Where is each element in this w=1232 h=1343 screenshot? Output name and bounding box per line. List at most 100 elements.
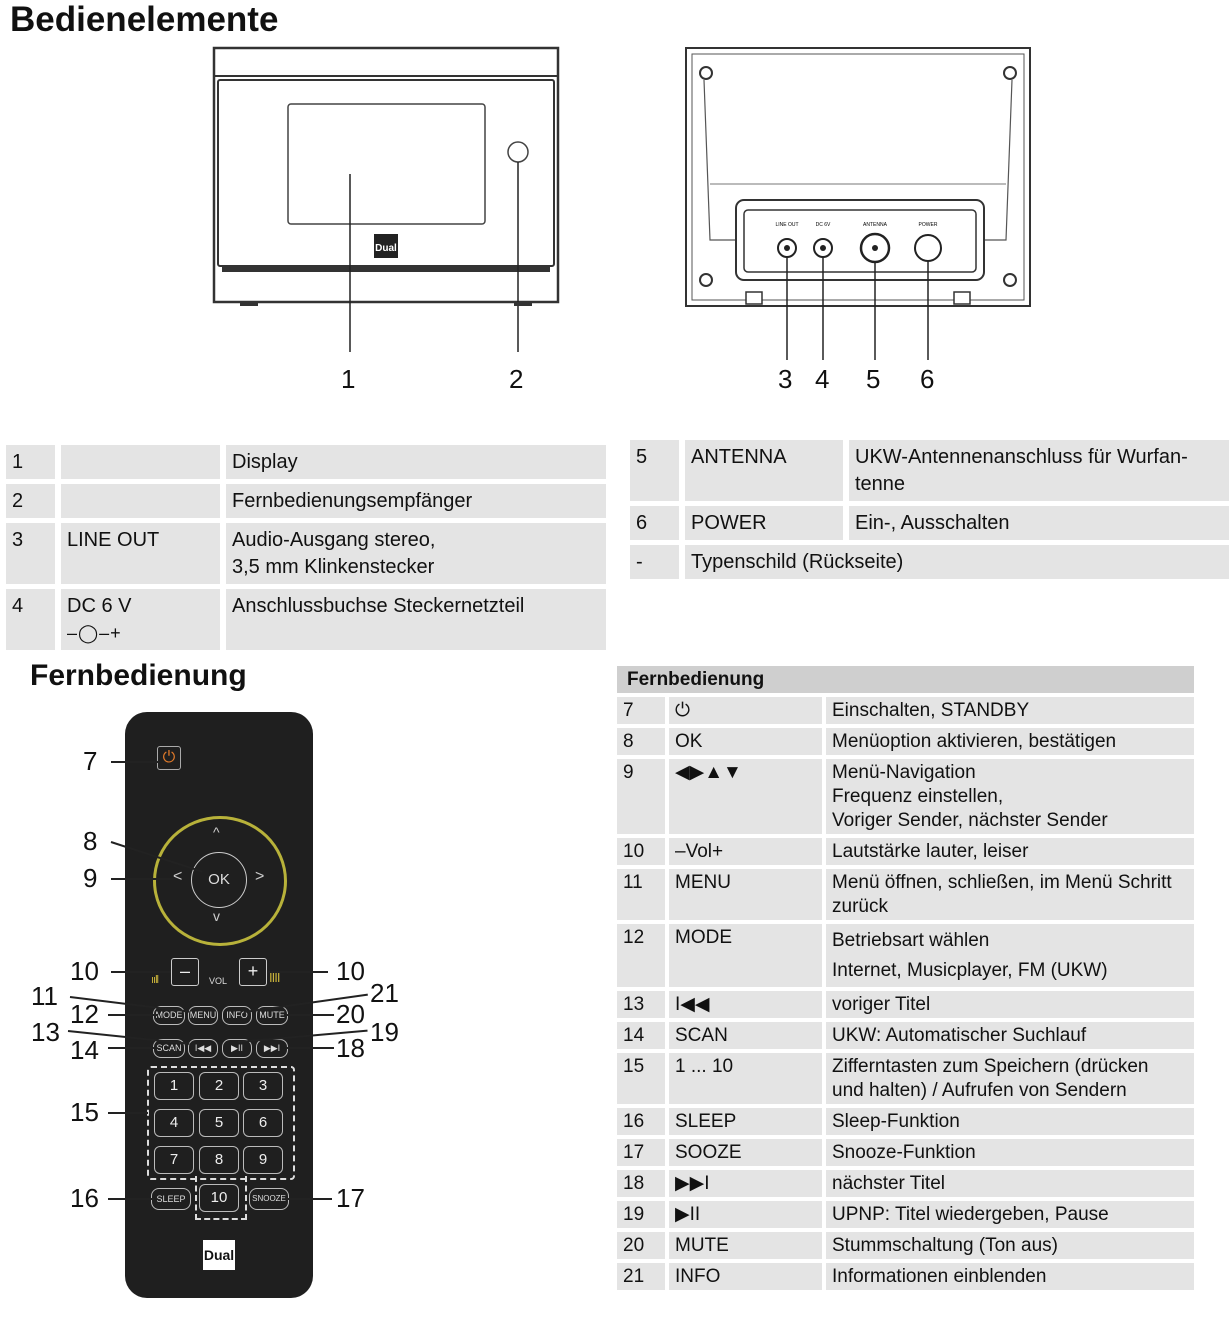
row-num: 15 xyxy=(617,1053,665,1104)
row-num: 13 xyxy=(617,991,665,1018)
callout-line-15 xyxy=(108,1112,148,1114)
part-name: Typenschild (Rückseite) xyxy=(685,545,1229,579)
row-desc-line2: zurück xyxy=(832,896,888,917)
volume-low-icon: ııll xyxy=(151,974,159,986)
row-desc: Informationen einblenden xyxy=(826,1263,1194,1290)
table-row: 18 ▶▶I nächster Titel xyxy=(617,1170,1194,1197)
remote-callout-12: 12 xyxy=(70,999,99,1029)
remote-callout-21: 21 xyxy=(370,978,399,1008)
number-keys-frame xyxy=(147,1066,295,1180)
row-key: MODE xyxy=(669,924,822,987)
parts-table-left: 1 Display 2 Fernbedienungsempfänger 3 LI… xyxy=(0,440,612,655)
volume-down-button: – xyxy=(171,958,199,986)
row-key: SCAN xyxy=(669,1022,822,1049)
row-desc: Einschalten, STANDBY xyxy=(826,697,1194,724)
part-desc: Fernbedienungsempfänger xyxy=(226,484,606,518)
callout-line-12 xyxy=(108,1014,158,1016)
row-num: 18 xyxy=(617,1170,665,1197)
callout-line-18 xyxy=(286,1047,334,1049)
part-desc: Anschlussbuchse Steckernetzteil xyxy=(226,589,606,650)
row-desc: Zifferntasten zum Speichern (drücken xyxy=(832,1056,1149,1077)
sleep-button: SLEEP xyxy=(151,1188,191,1210)
row-num: 17 xyxy=(617,1139,665,1166)
row-desc: UPNP: Titel wiedergeben, Pause xyxy=(826,1201,1194,1228)
remote-section-title: Fernbedienung xyxy=(30,659,247,692)
chevron-down-icon: v xyxy=(213,908,220,924)
callout-line-7 xyxy=(111,761,159,763)
row-key: OK xyxy=(669,728,822,755)
callout-line-10b xyxy=(268,971,328,973)
parts-table-right: 5 ANTENNA UKW-Antennenanschluss für Wurf… xyxy=(624,435,1232,584)
table-row: 17 SOOZE Snooze-Funktion xyxy=(617,1139,1194,1166)
part-desc: Audio-Ausgang stereo, xyxy=(232,529,436,551)
row-num: 9 xyxy=(617,759,665,834)
row-desc: Betriebsart wählen xyxy=(832,930,990,951)
row-desc: voriger Titel xyxy=(826,991,1194,1018)
row-desc-line3: Voriger Sender, nächster Sender xyxy=(832,810,1108,831)
row-num: 10 xyxy=(617,838,665,865)
table-row: 11 MENU Menü öffnen, schließen, im Menü … xyxy=(617,869,1194,920)
part-name-cell: DC 6 V–◯–+ xyxy=(61,589,220,650)
remote-control: ⏻ OK ^ v < > – + ııll IIII VOL MODE MENU… xyxy=(125,712,313,1298)
table-row: 13 I◀◀ voriger Titel xyxy=(617,991,1194,1018)
part-desc: Ein-, Ausschalten xyxy=(849,506,1229,540)
power-icon: ⏻ xyxy=(157,746,181,770)
row-desc: Stummschaltung (Ton aus) xyxy=(826,1232,1194,1259)
callout-2: 2 xyxy=(509,364,524,394)
callout-line-17 xyxy=(286,1198,332,1200)
key-2: 2 xyxy=(199,1072,239,1100)
volume-high-icon: IIII xyxy=(269,970,280,985)
row-key: 1 ... 10 xyxy=(669,1053,822,1104)
part-desc: UKW-Antennenanschluss für Wurfan- xyxy=(855,446,1188,468)
callout-5: 5 xyxy=(866,364,881,394)
chevron-up-icon: ^ xyxy=(213,824,220,840)
row-desc-line2: Internet, Musicplayer, FM (UKW) xyxy=(832,960,1108,981)
row-key: ▶▶I xyxy=(669,1170,822,1197)
key-7: 7 xyxy=(154,1146,194,1174)
svg-text:Dual: Dual xyxy=(375,243,397,254)
row-key: MENU xyxy=(669,869,822,920)
callout-line-10a xyxy=(111,971,171,973)
row-desc: Snooze-Funktion xyxy=(826,1139,1194,1166)
table-row: - Typenschild (Rückseite) xyxy=(630,545,1229,579)
callout-3: 3 xyxy=(778,364,793,394)
chevron-right-icon: > xyxy=(255,868,265,885)
remote-callout-10a: 10 xyxy=(70,956,99,986)
row-num: 8 xyxy=(617,728,665,755)
table-row: 19 ▶II UPNP: Titel wiedergeben, Pause xyxy=(617,1201,1194,1228)
remote-callout-9: 9 xyxy=(83,863,98,893)
table-row: 21 INFO Informationen einblenden xyxy=(617,1263,1194,1290)
row-num: 14 xyxy=(617,1022,665,1049)
remote-callout-10b: 10 xyxy=(336,956,365,986)
key-1: 1 xyxy=(154,1072,194,1100)
part-desc-cell: Audio-Ausgang stereo,3,5 mm Klinkensteck… xyxy=(226,523,606,584)
row-desc-line2: und halten) / Aufrufen von Sendern xyxy=(832,1080,1127,1101)
part-num: 5 xyxy=(630,440,679,501)
page-title: Bedienelemente xyxy=(10,0,279,39)
remote-function-table: Fernbedienung 7 ⏻ Einschalten, STANDBY 8… xyxy=(617,666,1194,1294)
remote-callout-11: 11 xyxy=(31,981,58,1011)
part-desc-cell: UKW-Antennenanschluss für Wurfan-tenne xyxy=(849,440,1229,501)
key-10: 10 xyxy=(199,1184,239,1212)
antenna-label: ANTENNA xyxy=(863,222,888,228)
callout-line-16 xyxy=(108,1198,154,1200)
table-row: 14 SCAN UKW: Automatischer Suchlauf xyxy=(617,1022,1194,1049)
play-pause-button: ▶II xyxy=(222,1039,252,1058)
remote-callout-16: 16 xyxy=(70,1183,99,1213)
row-num: 12 xyxy=(617,924,665,987)
table-row: 9 ◀▶▲▼ Menü-Navigation Frequenz einstell… xyxy=(617,759,1194,834)
part-name: LINE OUT xyxy=(61,523,220,584)
front-device-illustration: Dual xyxy=(212,46,560,352)
dc-polarity-symbol: –◯–+ xyxy=(67,623,122,643)
part-num: 1 xyxy=(6,445,55,479)
callout-line-9 xyxy=(111,878,177,880)
table-row: 12 MODE Betriebsart wählen Internet, Mus… xyxy=(617,924,1194,987)
remote-table-header: Fernbedienung xyxy=(617,666,1194,693)
table-row: 10 –Vol+ Lautstärke lauter, leiser xyxy=(617,838,1194,865)
row-desc-cell: Betriebsart wählen Internet, Musicplayer… xyxy=(826,924,1194,987)
table-row: 2 Fernbedienungsempfänger xyxy=(6,484,606,518)
remote-callout-13: 13 xyxy=(31,1017,60,1047)
remote-callout-15: 15 xyxy=(70,1097,99,1127)
row-num: 20 xyxy=(617,1232,665,1259)
row-num: 21 xyxy=(617,1263,665,1290)
